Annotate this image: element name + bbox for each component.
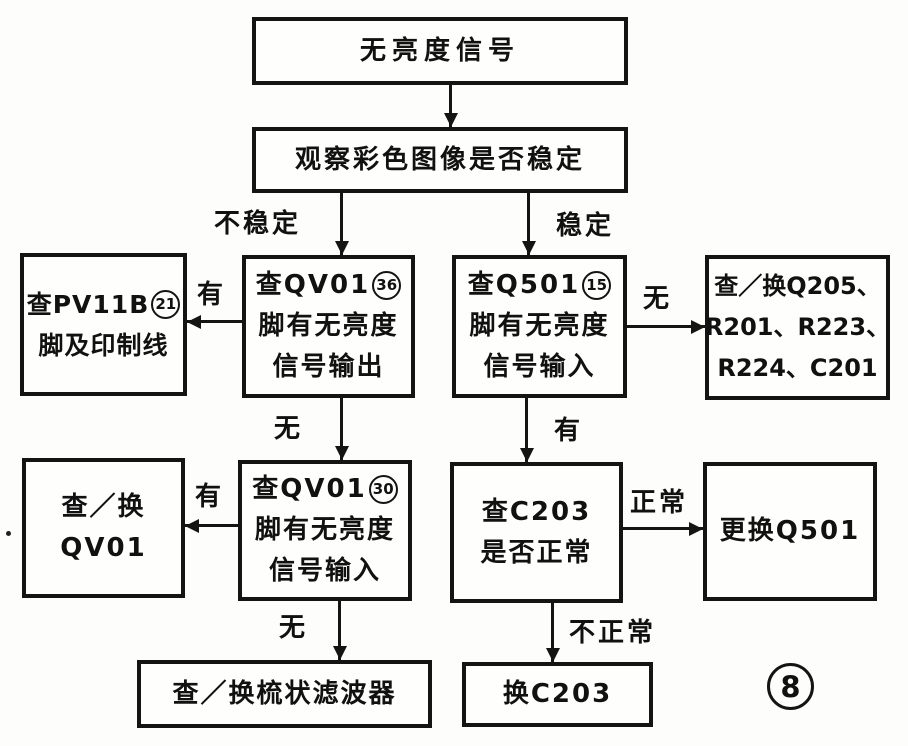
node-text: 查PV11B [26,289,150,319]
connector-observe-to-q501-15 [527,193,530,257]
node-text: 脚有无亮度 [469,311,610,341]
node-check-qv01-pin30-input: 查QV01 30 脚有无亮度 信号输入 [238,460,412,601]
arrowhead-down-icon [522,241,536,255]
arrowhead-right-icon [689,522,703,536]
node-check-replace-qv01: 查／换 QV01 [22,458,185,598]
connector-observe-to-qv01-36 [340,193,343,257]
node-text: QV01 [60,533,147,563]
connector-qv01-30-to-replace-qv01 [185,524,238,527]
branch-label-has-input-qv01: 有 [195,482,225,512]
node-text: 观察彩色图像是否稳定 [294,144,585,175]
connector-q501-15-to-c203 [525,398,528,464]
node-text: 换C203 [502,679,613,709]
branch-label-no-output: 无 [274,414,304,444]
branch-label-no-input-q501: 无 [643,284,673,314]
node-text: 信号输入 [268,556,381,586]
arrowhead-left-icon [185,519,199,533]
node-text: R201、R223、 [704,313,891,341]
node-text: 脚及印制线 [38,330,169,360]
node-check-replace-comb-filter: 查／换梳状滤波器 [137,660,432,728]
arrowhead-down-icon [546,648,560,662]
node-text: R224、C201 [717,354,878,382]
connector-q501-15-to-q205 [627,325,705,328]
connector-qv01-36-to-pv11b [187,320,242,323]
page-number-badge: 8 [767,663,814,710]
node-text: 查C203 [481,496,592,527]
arrowhead-down-icon [335,446,349,460]
node-text: 查QV01 [255,270,371,300]
node-text: 脚有无亮度 [258,311,399,341]
node-text: 查QV01 [252,474,367,504]
node-check-c203-normal: 查C203 是否正常 [450,462,623,603]
arrowhead-down-icon [520,448,534,462]
node-check-qv01-pin36-output: 查QV01 36 脚有无亮度 信号输出 [242,255,415,398]
branch-label-has-output: 有 [197,280,227,310]
node-text: 信号输入 [483,352,596,382]
pin-number-circle: 21 [151,289,181,319]
arrowhead-down-icon [335,241,349,255]
branch-label-has-input-q501: 有 [554,416,584,446]
node-text: 查Q501 [467,270,581,300]
node-text: 查／换 [61,492,146,522]
pin-number-circle: 15 [582,271,612,300]
arrowhead-down-icon [333,646,347,660]
node-start-no-brightness-signal: 无亮度信号 [252,17,628,85]
pin-number-circle: 36 [372,271,402,300]
node-text: 查／换Q205、 [714,272,881,300]
node-replace-c203: 换C203 [462,662,653,727]
scan-speck [6,531,11,536]
node-text: 更换Q501 [719,516,861,546]
node-check-replace-q205-r201-r223-r224-c201: 查／换Q205、 R201、R223、 R224、C201 [705,255,890,400]
branch-label-no-input-qv01: 无 [279,613,309,643]
arrowhead-left-icon [187,315,201,329]
node-text: 是否正常 [480,537,593,568]
node-replace-q501: 更换Q501 [703,462,877,601]
connector-qv01-30-to-comb-filter [338,601,341,662]
connector-qv01-36-to-qv01-30 [340,398,343,462]
node-check-q501-pin15-input: 查Q501 15 脚有无亮度 信号输入 [452,255,627,398]
branch-label-unstable: 不稳定 [214,209,302,239]
connector-c203-to-replace-c203 [551,603,554,664]
branch-label-normal: 正常 [630,488,689,518]
node-text: 脚有无亮度 [254,515,395,545]
branch-label-stable: 稳定 [556,211,615,241]
pin-number-circle: 30 [368,475,398,504]
node-observe-color-image-stable: 观察彩色图像是否稳定 [252,127,628,193]
arrowhead-right-icon [691,320,705,334]
node-check-pv11b-pin21: 查PV11B 21 脚及印制线 [20,253,187,396]
arrowhead-down-icon [444,113,458,127]
connector-start-to-observe [449,85,452,129]
node-text: 查／换梳状滤波器 [172,678,397,709]
connector-c203-to-replace-q501 [623,527,703,530]
node-text: 无亮度信号 [359,35,520,66]
branch-label-abnormal: 不正常 [569,618,657,648]
node-text: 信号输出 [272,352,385,382]
